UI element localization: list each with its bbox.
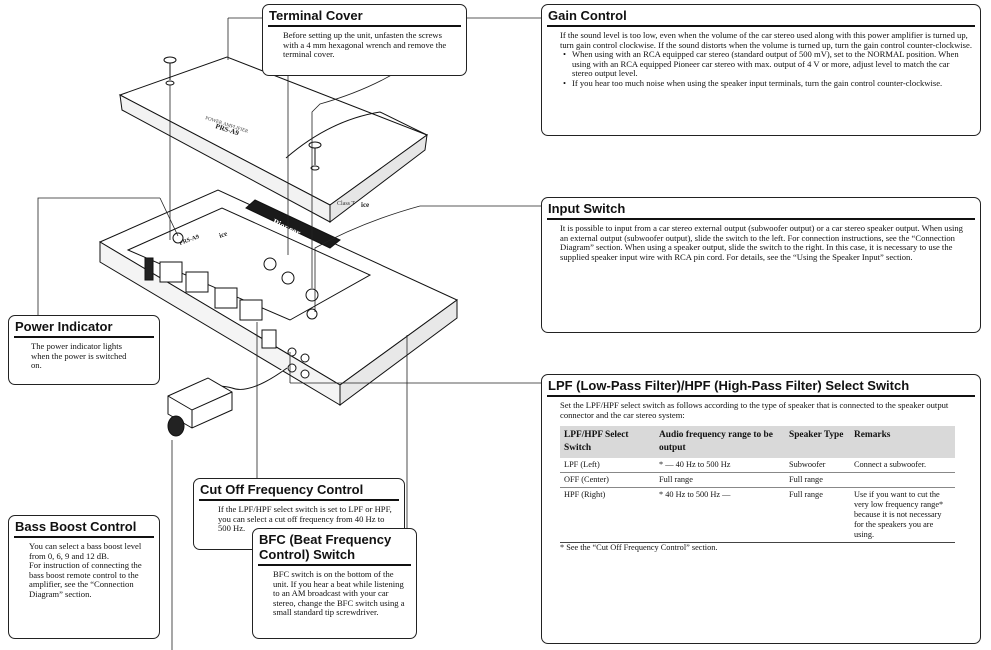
power-indicator-title: Power Indicator <box>15 319 113 334</box>
table-cell: OFF (Center) <box>560 472 655 489</box>
power-indicator-callout: Power Indicator The power indicator ligh… <box>8 315 160 385</box>
svg-text:ice: ice <box>218 230 228 240</box>
gain-control-bullet-1: When using with an RCA equipped car ster… <box>563 49 972 79</box>
table-cell: * 40 Hz to 500 Hz — <box>655 487 785 544</box>
input-switch-text: It is possible to input from a car stere… <box>560 223 963 262</box>
table-cell: Full range <box>785 472 850 489</box>
table-row: OFF (Center) Full range Full range <box>560 472 955 489</box>
gain-control-text: If the sound level is too low, even when… <box>560 30 972 50</box>
title-rule <box>268 25 461 27</box>
title-rule <box>199 499 399 501</box>
input-switch-callout: Input Switch It is possible to input fro… <box>541 197 981 333</box>
title-rule <box>14 536 154 538</box>
screws <box>163 56 322 171</box>
table-row: LPF (Left) * — 40 Hz to 500 Hz Subwoofer… <box>560 458 955 474</box>
table-row: HPF (Right) * 40 Hz to 500 Hz — Full ran… <box>560 487 955 544</box>
table-cell: Use if you want to cut the very low freq… <box>850 487 955 544</box>
table-cell <box>850 472 955 489</box>
bfc-title: BFC (Beat Frequency Control) Switch <box>259 532 392 562</box>
terminal-cover-drawing: POWER AMPLIFIER PRS-A9 Class T ice <box>118 56 429 224</box>
svg-text:Class T: Class T <box>337 201 355 207</box>
table-header-cell: Speaker Type <box>785 426 850 459</box>
terminal-cover-callout: Terminal Cover Before setting up the uni… <box>262 4 467 76</box>
table-header-cell: Audio frequency range to be output <box>655 426 785 459</box>
lpf-hpf-callout: LPF (Low-Pass Filter)/HPF (High-Pass Fil… <box>541 374 981 644</box>
title-rule <box>14 336 154 338</box>
bass-boost-text-2: For instruction of connecting the bass b… <box>29 560 142 599</box>
gain-control-callout: Gain Control If the sound level is too l… <box>541 4 981 136</box>
table-header-cell: Remarks <box>850 426 955 459</box>
remote-control-drawing <box>167 367 288 437</box>
lpf-hpf-title: LPF (Low-Pass Filter)/HPF (High-Pass Fil… <box>548 378 910 393</box>
title-rule <box>547 218 975 220</box>
bfc-text: BFC switch is on the bottom of the unit.… <box>273 569 405 618</box>
table-cell: HPF (Right) <box>560 487 655 544</box>
table-cell: Connect a subwoofer. <box>850 458 955 474</box>
bass-boost-text-1: You can select a bass boost level from 0… <box>29 541 142 561</box>
table-cell: Full range <box>655 472 785 489</box>
lpf-hpf-intro: Set the LPF/HPF select switch as follows… <box>560 400 949 420</box>
table-header-row: LPF/HPF Select Switch Audio frequency ra… <box>560 426 955 459</box>
table-cell: * — 40 Hz to 500 Hz <box>655 458 785 474</box>
gain-control-bullets: When using with an RCA equipped car ster… <box>560 49 972 89</box>
bfc-callout: BFC (Beat Frequency Control) Switch BFC … <box>252 528 417 639</box>
svg-text:ice: ice <box>361 201 369 209</box>
table-cell: LPF (Left) <box>560 458 655 474</box>
terminal-cover-title: Terminal Cover <box>269 8 363 23</box>
cutoff-frequency-text: If the LPF/HPF select switch is set to L… <box>218 504 392 534</box>
cutoff-frequency-title: Cut Off Frequency Control <box>200 482 364 497</box>
cutoff-frequency-callout: Cut Off Frequency Control If the LPF/HPF… <box>193 478 405 550</box>
input-switch-title: Input Switch <box>548 201 626 216</box>
gain-control-bullet-2: If you hear too much noise when using th… <box>563 78 972 89</box>
bass-boost-callout: Bass Boost Control You can select a bass… <box>8 515 160 639</box>
lpf-hpf-footnote: * See the “Cut Off Frequency Control” se… <box>560 543 718 553</box>
amplifier-body-drawing: Pioneer PRS-A9 ice <box>98 189 458 406</box>
title-rule <box>547 395 975 397</box>
power-indicator-text: The power indicator lights when the powe… <box>31 341 127 371</box>
gain-control-title: Gain Control <box>548 8 627 23</box>
title-rule <box>547 25 975 27</box>
title-rule <box>258 564 411 566</box>
table-header-cell: LPF/HPF Select Switch <box>560 426 655 459</box>
lpf-hpf-table: LPF/HPF Select Switch Audio frequency ra… <box>560 426 955 544</box>
bass-boost-title: Bass Boost Control <box>15 519 137 534</box>
table-cell: Subwoofer <box>785 458 850 474</box>
table-cell: Full range <box>785 487 850 544</box>
terminal-cover-text: Before setting up the unit, unfasten the… <box>283 30 447 60</box>
